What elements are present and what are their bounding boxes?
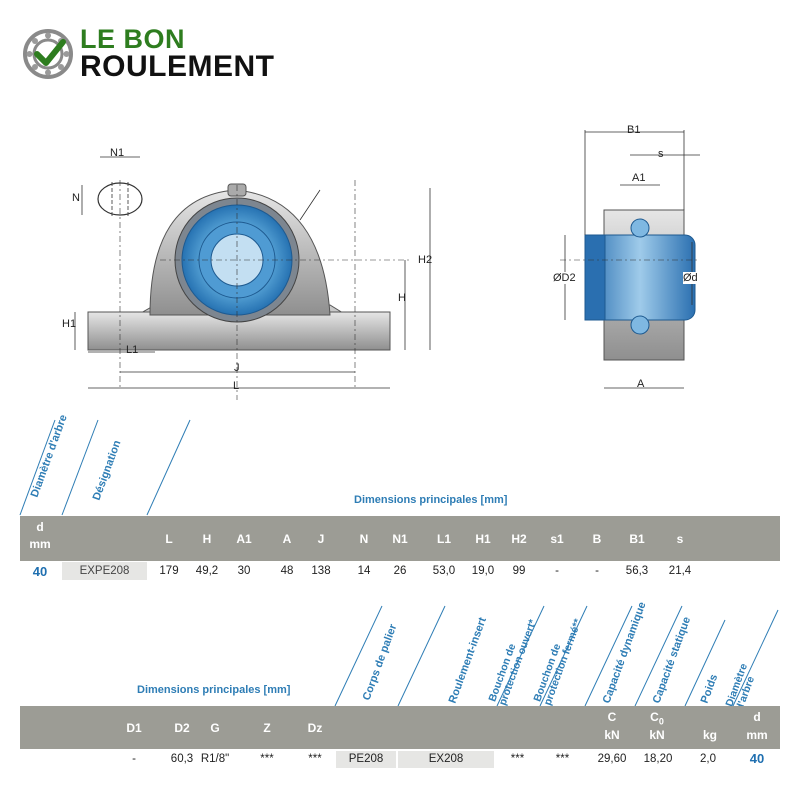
table1-col-header: H2	[511, 532, 527, 546]
insert-cell	[398, 751, 494, 768]
designation-value: EXPE208	[79, 565, 130, 577]
table1-cell-value: 49,2	[195, 565, 219, 577]
table1-col-header: B1	[629, 532, 645, 546]
table1-cell-value: 56,3	[625, 565, 649, 577]
label-l1: L1	[126, 344, 139, 356]
table2-col-header: D2	[174, 721, 190, 735]
label-n1: N1	[110, 147, 125, 159]
brand-line1: LE BON	[80, 24, 186, 54]
label-n: N	[72, 192, 80, 204]
table2-col-header: Z	[263, 721, 271, 735]
label-s: s	[658, 148, 664, 160]
table1-col-header: H	[202, 532, 212, 546]
table2-slant-lines	[334, 605, 779, 707]
label-j: J	[234, 362, 240, 374]
label-d2: ØD2	[553, 272, 576, 284]
pillow-block-side-view	[560, 130, 700, 389]
label-l: L	[233, 380, 240, 392]
bearing-logo-icon	[23, 29, 73, 79]
c-unit: kN	[604, 728, 620, 742]
c0-value: 18,20	[643, 753, 673, 765]
table1-d-value: 40	[32, 564, 48, 579]
table1-cell-value: 14	[357, 565, 371, 577]
table1-cell-value: 138	[311, 565, 331, 577]
open-cap-value: ***	[510, 753, 525, 765]
table1-col-header: B	[592, 532, 602, 546]
table1-col-header: L	[165, 532, 173, 546]
table1-cell-value: 19,0	[471, 565, 495, 577]
bearing-technical-drawing	[74, 130, 700, 400]
table1-col-header: H1	[475, 532, 491, 546]
label-h: H	[398, 292, 406, 304]
table1-d-header: d	[36, 520, 44, 534]
table1-col-header: J	[317, 532, 325, 546]
d-value-2: 40	[749, 751, 765, 766]
label-h1: H1	[62, 318, 77, 330]
table1-col-header: L1	[436, 532, 451, 546]
table1-cell-value: 30	[237, 565, 251, 577]
table1-cell-value: 48	[280, 565, 294, 577]
table1-cell-value: 21,4	[668, 565, 692, 577]
corps-cell	[336, 751, 396, 768]
label-d: Ød	[683, 272, 698, 284]
table2-cell-value: R1/8"	[200, 753, 230, 765]
label-a1: A1	[632, 172, 646, 184]
table2-col-header: G	[210, 721, 220, 735]
table2-cell-value: ***	[260, 753, 274, 765]
designation-cell	[62, 562, 147, 580]
insert-value: EX208	[428, 753, 464, 765]
table2-cell-value: ***	[308, 753, 322, 765]
table2-col-header: Dz	[307, 721, 323, 735]
label-a: A	[637, 378, 645, 390]
table1-header-band	[20, 516, 780, 561]
kg-value: 2,0	[700, 753, 716, 765]
table1-cell-value: 179	[159, 565, 179, 577]
table1-mm-header: mm	[29, 537, 51, 551]
c-header: C	[607, 710, 617, 724]
table1-col-header: A	[282, 532, 292, 546]
label-b1: B1	[627, 124, 641, 136]
c0-header: C0	[650, 710, 664, 727]
brand-line2: ROULEMENT	[80, 50, 275, 83]
table2-caption: Dimensions principales [mm]	[137, 684, 291, 696]
table2-cell-value: 60,3	[170, 753, 194, 765]
table2-cell-value: -	[132, 753, 136, 765]
table1-cell-value: 26	[393, 565, 407, 577]
table1-col-header: A1	[236, 532, 252, 546]
corps-value: PE208	[348, 753, 384, 765]
table1-col-header: N1	[392, 532, 408, 546]
closed-cap-value: ***	[555, 753, 570, 765]
table1-col-header: s1	[550, 532, 564, 546]
d-unit-2: mm	[746, 728, 768, 742]
table1-cell-value: -	[555, 565, 559, 577]
pillow-block-front-view	[74, 156, 431, 400]
c-value: 29,60	[597, 753, 627, 765]
table2-col-header: D1	[126, 721, 142, 735]
table1-slant-lines	[19, 419, 191, 516]
d-header-2: d	[753, 710, 761, 724]
table1-col-header: N	[359, 532, 369, 546]
table1-col-header: s	[676, 532, 684, 546]
table1-cell-value: 99	[512, 565, 526, 577]
c0-unit: kN	[649, 728, 665, 742]
table1-cell-value: 53,0	[432, 565, 456, 577]
table1-cell-value: -	[595, 565, 599, 577]
table1-caption: Dimensions principales [mm]	[354, 494, 508, 506]
kg-unit: kg	[702, 728, 717, 742]
label-h2: H2	[418, 254, 433, 266]
table2-header-band	[20, 706, 780, 749]
